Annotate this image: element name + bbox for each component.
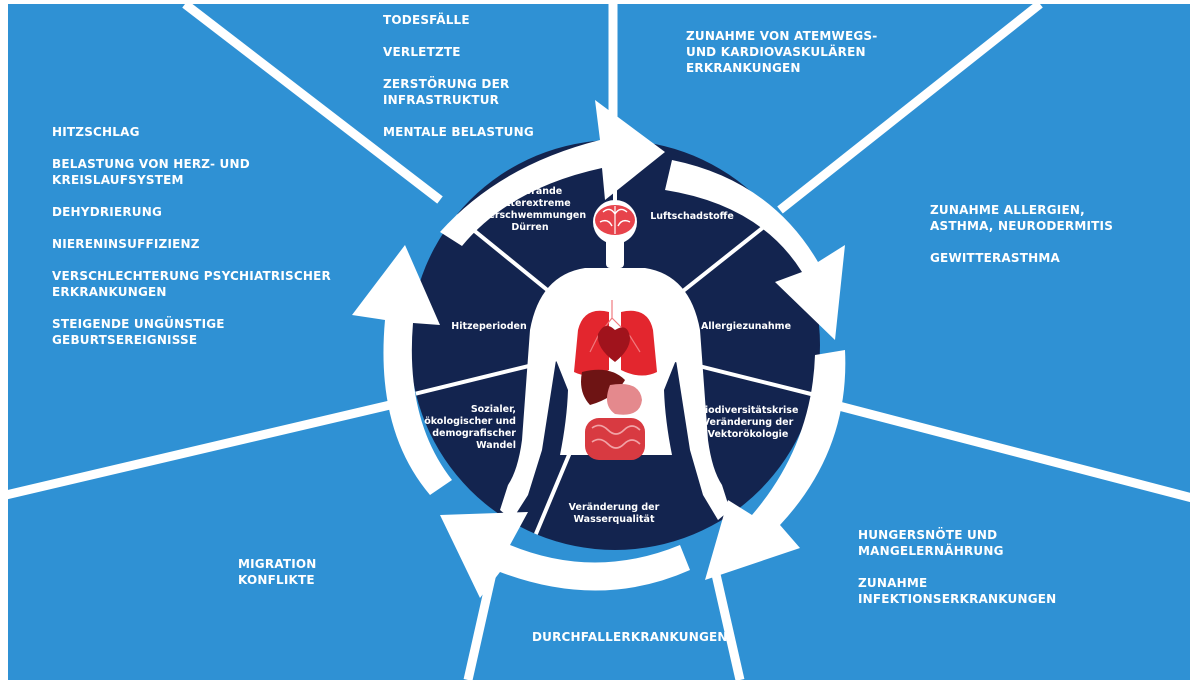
impact-item: STEIGENDE UNGÜNSTIGE GEBURTSEREIGNISSE xyxy=(52,316,352,348)
impact-item: VERSCHLECHTERUNG PSYCHIATRISCHER ERKRANK… xyxy=(52,268,352,300)
segment-air-pollutants: Luftschadstoffe xyxy=(650,211,734,222)
segment-label-line: Sozialer, xyxy=(471,404,516,415)
impact-item: GEWITTERASTHMA xyxy=(930,250,1190,266)
impacts-bottom-center: DURCHFALLERKRANKUNGEN xyxy=(532,629,792,645)
impact-item: BELASTUNG VON HERZ- UND KREISLAUFSYSTEM xyxy=(52,156,352,188)
segment-label-line: Wandel xyxy=(476,440,516,451)
segment-label-line: Waldbrände xyxy=(498,186,563,197)
segment-label-line: Luftschadstoffe xyxy=(650,211,734,222)
segment-heat: Hitzeperioden xyxy=(451,321,527,332)
impact-item: ZERSTÖRUNG DER INFRASTRUKTUR xyxy=(383,76,583,108)
segment-label-line: demografischer xyxy=(432,428,516,439)
brain-icon xyxy=(595,205,635,235)
segment-label-line: ökologischer und xyxy=(424,416,516,427)
impacts-top-right: ZUNAHME VON ATEMWEGS- UND KARDIOVASKULÄR… xyxy=(686,28,946,76)
impact-item: HITZSCHLAG xyxy=(52,124,352,140)
intestines-icon xyxy=(585,418,645,460)
impact-item: MENTALE BELASTUNG xyxy=(383,124,583,140)
impacts-left: HITZSCHLAG BELASTUNG VON HERZ- UND KREIS… xyxy=(52,124,352,348)
impact-item: NIERENINSUFFIZIENZ xyxy=(52,236,352,252)
impacts-bottom-right: HUNGERSNÖTE UND MANGELERNÄHRUNG ZUNAHME … xyxy=(858,527,1158,607)
segment-label-line: Allergiezunahme xyxy=(701,321,791,332)
impacts-bottom-left: MIGRATION KONFLIKTE xyxy=(238,556,418,588)
segment-allergies: Allergiezunahme xyxy=(701,321,791,332)
segment-label-line: Veränderung der xyxy=(703,417,794,428)
segment-label-line: Biodiversitätskrise xyxy=(698,405,799,416)
impact-item: DEHYDRIERUNG xyxy=(52,204,352,220)
segment-label-line: Vektorökologie xyxy=(708,429,789,440)
segment-label-line: Wetterextreme xyxy=(489,198,570,209)
impact-item: TODESFÄLLE xyxy=(383,12,583,28)
segment-label-line: Überschwemmungen xyxy=(474,210,586,221)
impact-item: HUNGERSNÖTE UND MANGELERNÄHRUNG xyxy=(858,527,1158,559)
segment-label-line: Dürren xyxy=(511,222,548,233)
impacts-right: ZUNAHME ALLERGIEN, ASTHMA, NEURODERMITIS… xyxy=(930,202,1190,266)
impact-item: ZUNAHME INFEKTIONSERKRANKUNGEN xyxy=(858,575,1158,607)
impact-item: MIGRATION KONFLIKTE xyxy=(238,556,418,588)
segment-label-line: Veränderung der xyxy=(569,502,660,513)
impact-item: ZUNAHME VON ATEMWEGS- UND KARDIOVASKULÄR… xyxy=(686,28,946,76)
segment-label-line: Hitzeperioden xyxy=(451,321,527,332)
impact-item: DURCHFALLERKRANKUNGEN xyxy=(532,629,792,645)
impact-item: ZUNAHME ALLERGIEN, ASTHMA, NEURODERMITIS xyxy=(930,202,1190,234)
impacts-top-center: TODESFÄLLE VERLETZTE ZERSTÖRUNG DER INFR… xyxy=(383,12,583,140)
segment-label-line: Wasserqualität xyxy=(574,514,655,525)
impact-item: VERLETZTE xyxy=(383,44,583,60)
